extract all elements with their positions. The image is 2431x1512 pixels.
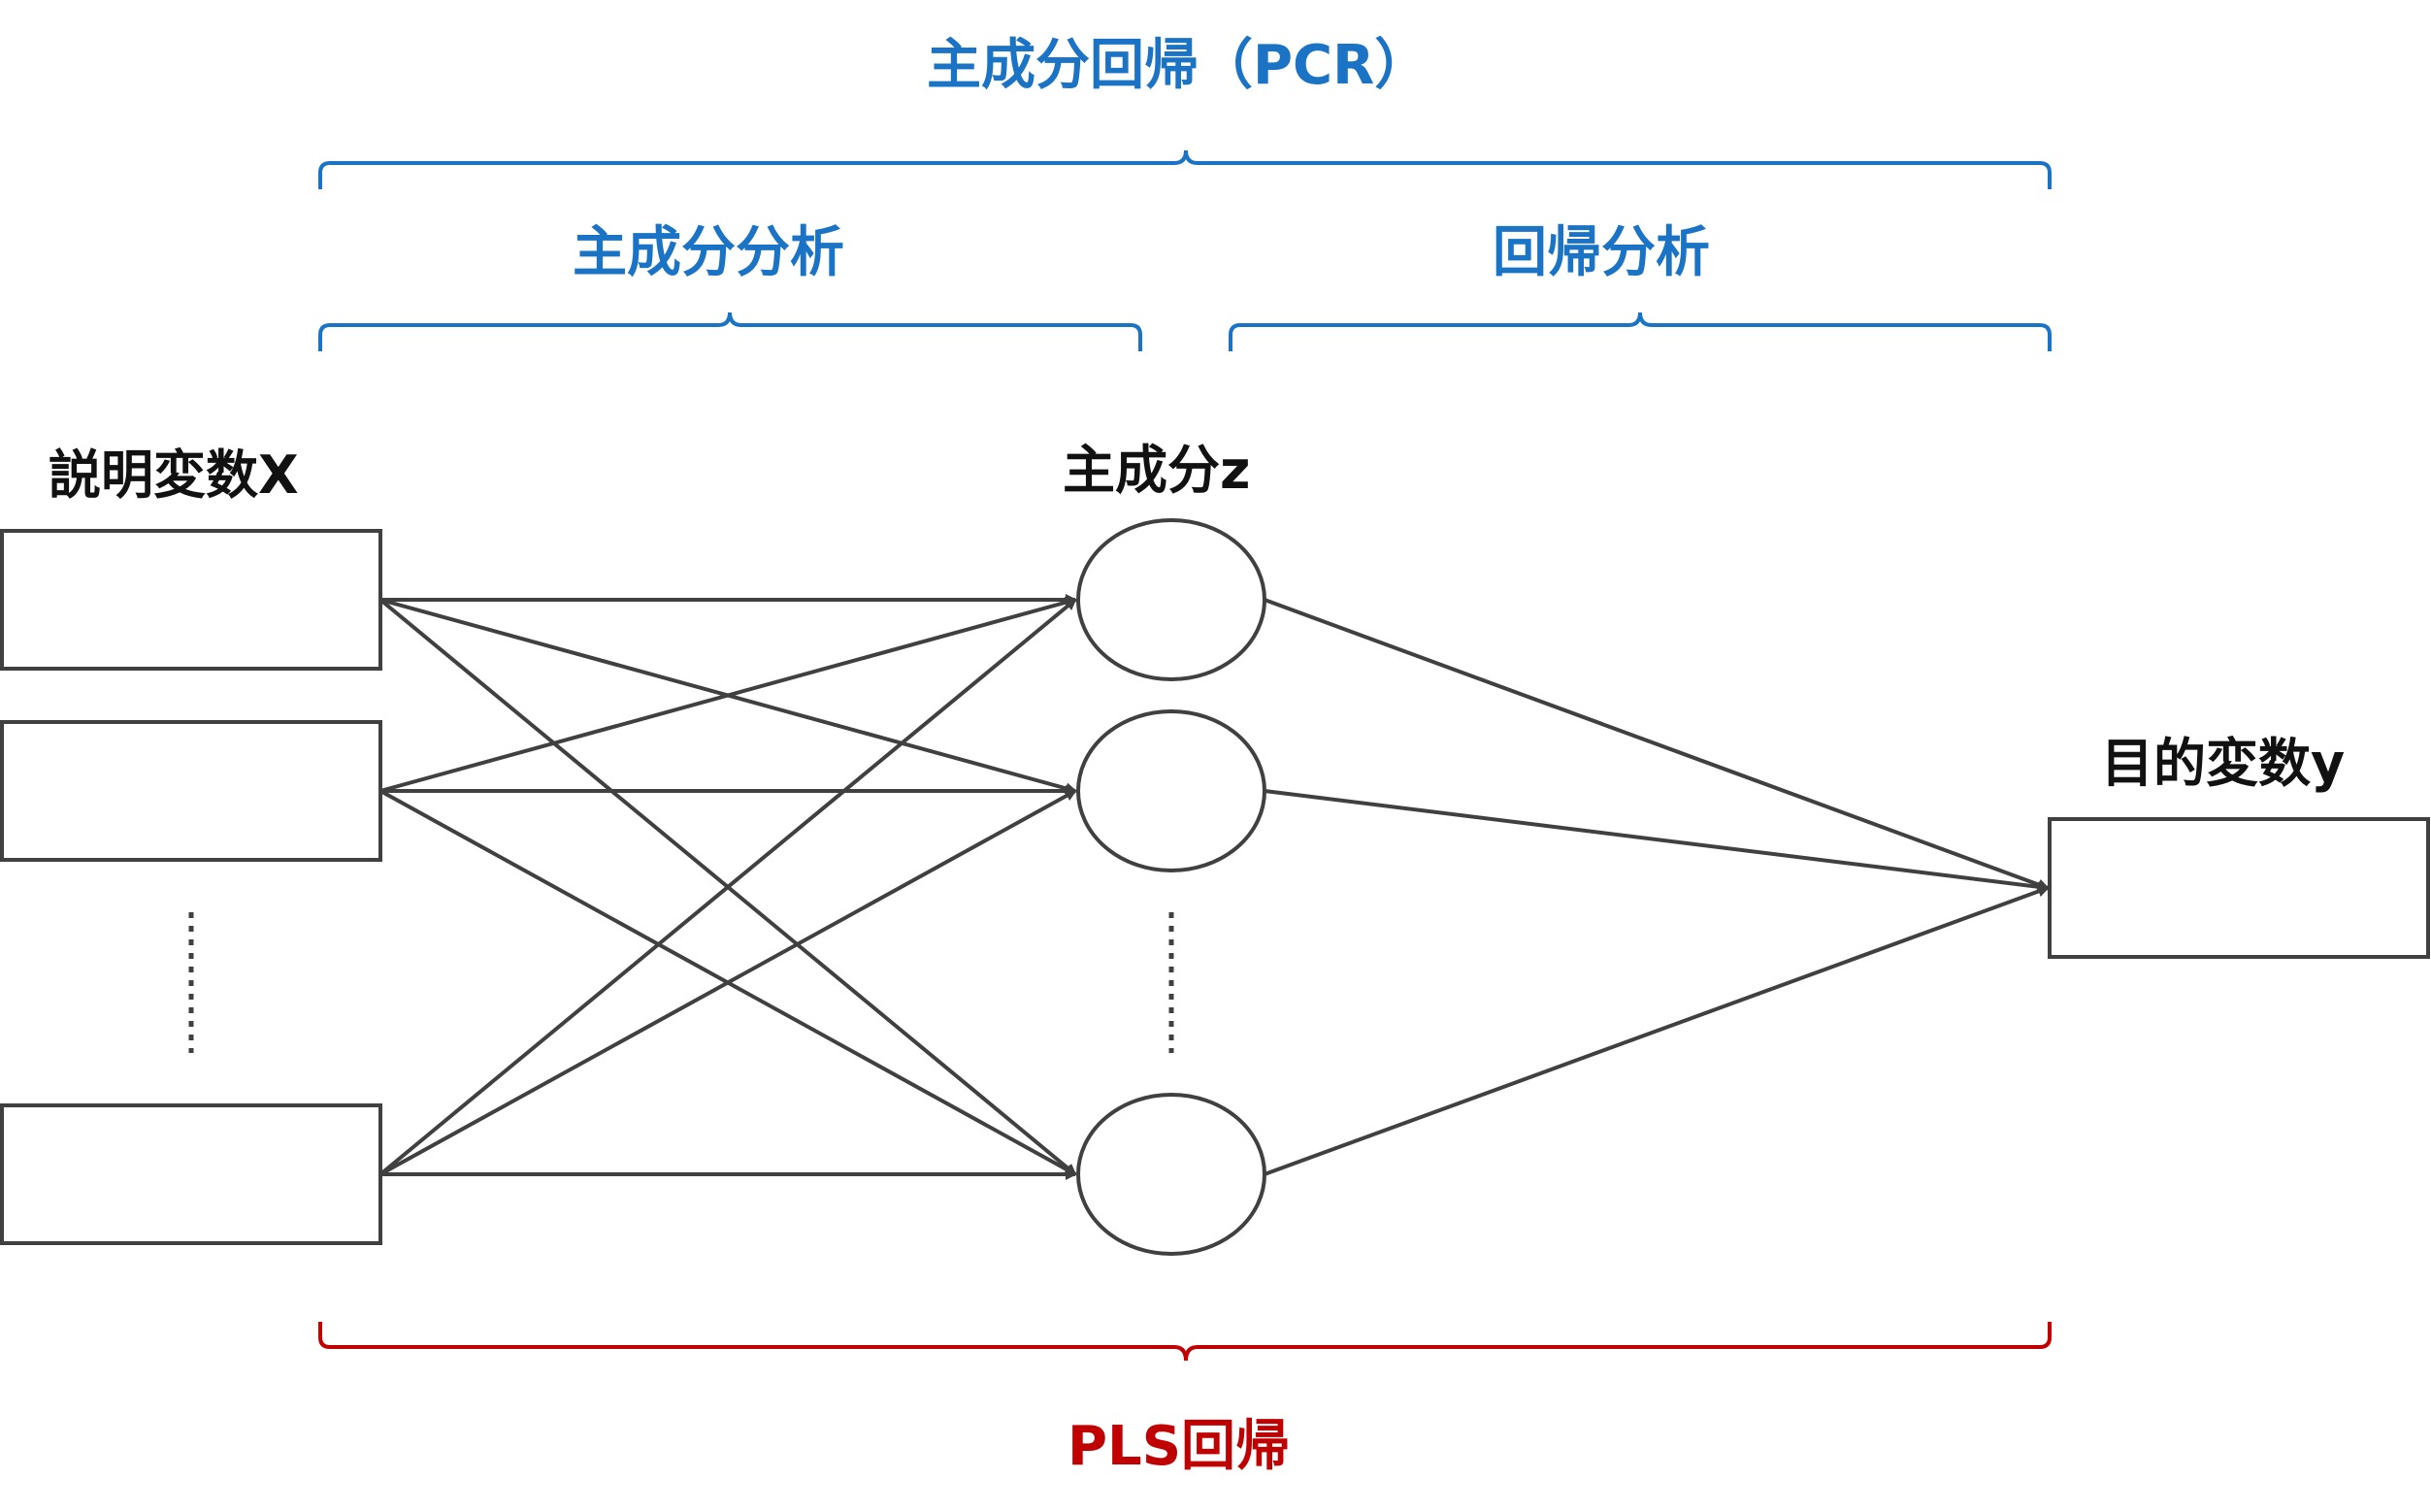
edge-component-2-to-output xyxy=(1264,789,2050,893)
components-label: 主成分z xyxy=(1063,440,1251,501)
edge-component-1-to-output xyxy=(1264,598,2050,891)
pca-label: 主成分分析 xyxy=(573,221,844,284)
input-box-2 xyxy=(0,720,382,862)
regression-brace xyxy=(1229,312,2052,351)
pca-brace xyxy=(318,312,1142,351)
edge-input-3-to-component-2 xyxy=(379,789,1077,1176)
pcr-brace xyxy=(318,149,2052,189)
component-node-2 xyxy=(1076,709,1266,872)
component-node-k xyxy=(1076,1093,1266,1256)
edge-input-2-to-component-1 xyxy=(379,596,1077,793)
x-variables-label: 説明変数X xyxy=(49,444,299,506)
regression-label: 回帰分析 xyxy=(1493,221,1710,284)
pls-label: PLS回帰 xyxy=(1068,1415,1291,1478)
component-node-1 xyxy=(1076,518,1266,681)
pls-brace xyxy=(318,1322,2052,1362)
y-variable-label: 目的変数y xyxy=(2101,733,2346,794)
input-box-1 xyxy=(0,529,382,671)
edge-group xyxy=(378,594,2050,1180)
edge-input-3-to-component-1 xyxy=(378,598,1077,1176)
input-box-n xyxy=(0,1103,382,1245)
output-box xyxy=(2048,817,2430,959)
edge-component-3-to-output xyxy=(1264,885,2050,1176)
pcr-label: 主成分回帰（PCR） xyxy=(927,34,1429,97)
